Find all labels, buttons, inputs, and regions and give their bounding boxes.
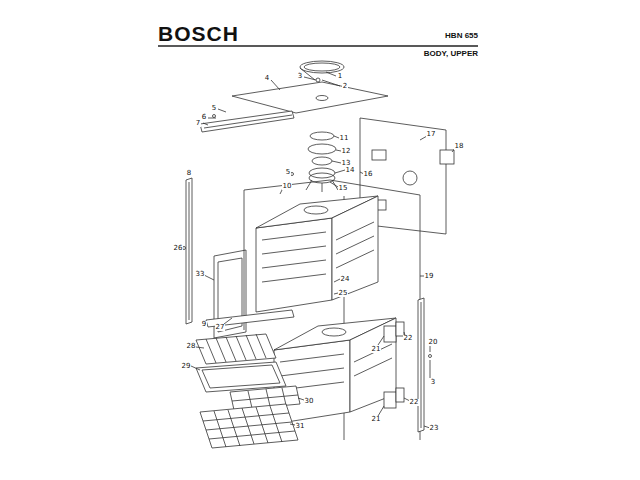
section-name: BODY, UPPER	[424, 50, 478, 58]
callout-number: 11	[339, 135, 350, 142]
callout-number: 3	[297, 73, 303, 80]
callout-number: 18	[454, 143, 465, 150]
callout-number: 17	[426, 131, 437, 138]
callout-number: 33	[195, 271, 206, 278]
callout-number: 21	[371, 416, 382, 423]
callout-number: 8	[186, 170, 192, 177]
brand-title: BOSCH	[158, 23, 239, 44]
callout-number: 22	[403, 335, 414, 342]
callout-number: 26	[173, 245, 184, 252]
callout-number: 19	[424, 273, 435, 280]
callout-number: 5	[211, 105, 217, 112]
callout-number: 13	[341, 160, 352, 167]
callout-number: 30	[304, 398, 315, 405]
callout-number: 25	[338, 290, 349, 297]
callout-number: 2	[342, 83, 348, 90]
callout-number: 28	[186, 343, 197, 350]
callout-number: 12	[341, 148, 352, 155]
callout-number: 6	[201, 114, 207, 121]
callout-number: 7	[195, 120, 201, 127]
callout-number: 23	[429, 425, 440, 432]
callout-number: 5	[285, 169, 291, 176]
callout-number: 21	[371, 346, 382, 353]
callout-number: 15	[338, 185, 349, 192]
callout-number: 24	[340, 276, 351, 283]
callout-number: 29	[181, 363, 192, 370]
callout-number: 4	[264, 75, 270, 82]
callout-number: 9	[201, 321, 207, 328]
callout-number: 14	[345, 167, 356, 174]
callout-number: 27	[215, 324, 226, 331]
callout-number: 31	[295, 423, 306, 430]
callout-number: 20	[428, 339, 439, 346]
model-number: HBN 655	[445, 32, 478, 40]
callout-number: 10	[282, 183, 293, 190]
callout-number: 22	[409, 399, 420, 406]
callout-number: 1	[337, 73, 343, 80]
callout-number: 16	[363, 171, 374, 178]
callout-number: 3	[430, 379, 436, 386]
